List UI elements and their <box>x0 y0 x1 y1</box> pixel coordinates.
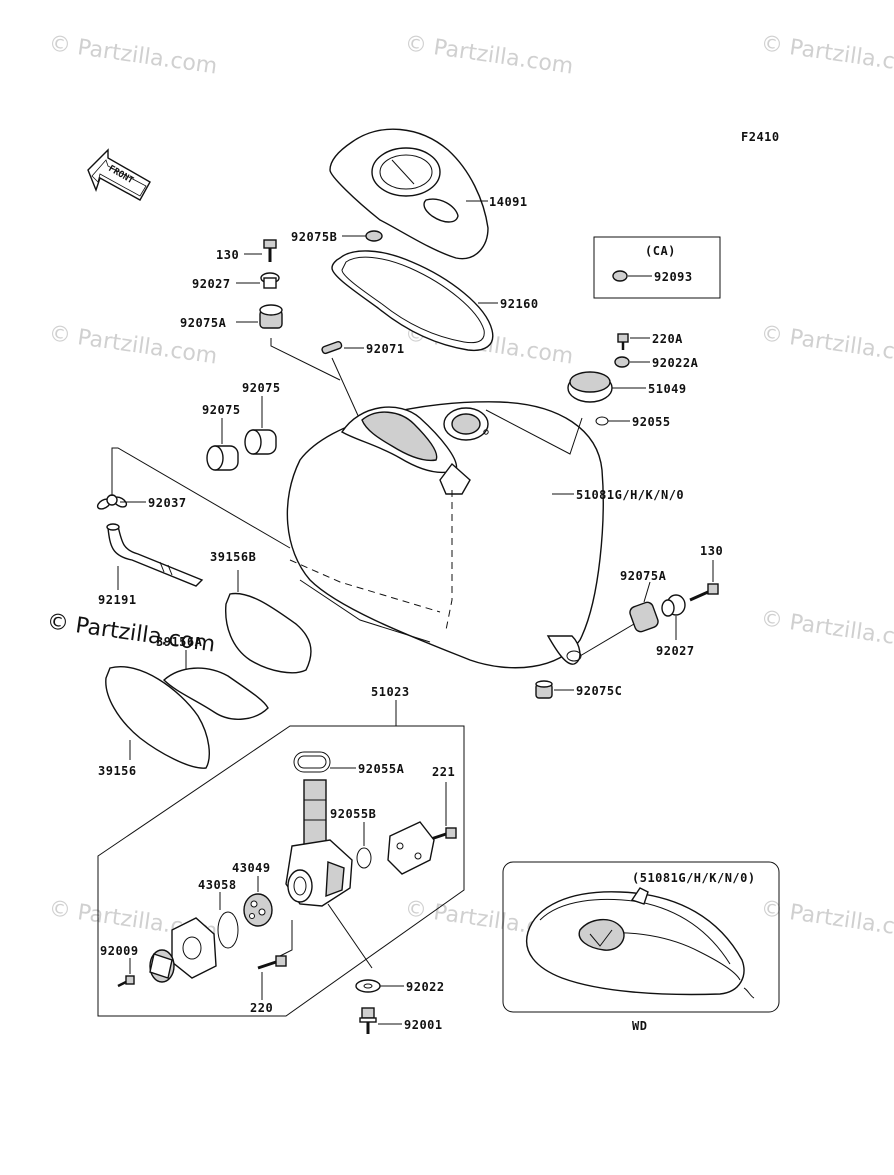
label-92055: 92055 <box>632 415 671 429</box>
damper-part <box>259 304 283 329</box>
label-130-top: 130 <box>216 248 239 262</box>
figure-code: F2410 <box>741 130 780 144</box>
watermark: © Partzilla.com <box>47 31 219 79</box>
bolt-part <box>263 239 277 262</box>
watermark: © Partzilla.com <box>759 31 894 79</box>
damper-part <box>244 429 277 455</box>
label-92022: 92022 <box>406 980 445 994</box>
label-14091: 14091 <box>489 195 528 209</box>
label-51023: 51023 <box>371 685 410 699</box>
label-51049: 51049 <box>648 382 687 396</box>
damper-part <box>629 601 659 633</box>
bolt-part <box>689 583 719 602</box>
label-43049: 43049 <box>232 861 271 875</box>
label-92075-right: 92075 <box>242 381 281 395</box>
label-92075C: 92075C <box>576 684 622 698</box>
label-92075B: 92075B <box>291 230 337 244</box>
pad-part <box>162 667 269 720</box>
part-label: 92093 <box>654 270 693 284</box>
fuel-tank <box>286 401 604 669</box>
screw-part <box>257 955 287 970</box>
label-92075-left: 92075 <box>202 403 241 417</box>
label-92055B: 92055B <box>330 807 376 821</box>
label-39156B: 39156B <box>210 550 256 564</box>
meter-cover <box>329 128 489 260</box>
damper-part <box>206 445 239 471</box>
inset-wd-caption: WD <box>632 1019 647 1033</box>
fuel-cock-part <box>285 779 373 969</box>
label-92027-right: 92027 <box>656 644 695 658</box>
label-51081: 51081G/H/K/N/0 <box>576 488 684 502</box>
fuel-cap-part <box>567 371 613 403</box>
gasket-part <box>331 250 494 352</box>
watermark: © Partzilla.com <box>403 31 575 79</box>
front-arrow-icon: FRONT <box>87 148 151 201</box>
label-92075A-top: 92075A <box>180 316 227 330</box>
label-221: 221 <box>432 765 455 779</box>
washer-part <box>355 979 381 993</box>
plate-part <box>387 821 435 875</box>
label-43058: 43058 <box>198 878 237 892</box>
label-39156A: 39156A <box>156 635 203 649</box>
label-220A: 220A <box>652 332 683 346</box>
collar-part <box>661 594 686 617</box>
damper-part <box>535 680 553 699</box>
grommet-part <box>365 230 383 242</box>
inset-ca-title: (CA) <box>645 244 676 258</box>
label-92001: 92001 <box>404 1018 443 1032</box>
o-ring-part <box>217 911 239 949</box>
label-92022A: 92022A <box>652 356 699 370</box>
watermark: © Partzilla.com <box>759 606 894 654</box>
clip-part <box>321 340 343 355</box>
lever-part <box>149 949 175 983</box>
pad-part <box>105 666 210 769</box>
label-92075A-right: 92075A <box>620 569 667 583</box>
label-92009: 92009 <box>100 944 139 958</box>
label-92027-top: 92027 <box>192 277 231 291</box>
o-ring-part <box>293 751 331 773</box>
label-92191: 92191 <box>98 593 137 607</box>
inset-wd-title: (51081G/H/K/N/0) <box>632 871 756 885</box>
screw-part <box>117 975 135 988</box>
label-39156: 39156 <box>98 764 137 778</box>
washer-part <box>614 356 630 368</box>
o-ring-part <box>595 416 609 426</box>
label-92037: 92037 <box>148 496 187 510</box>
screw-part <box>617 333 629 350</box>
label-220: 220 <box>250 1001 273 1015</box>
nut-part <box>612 270 628 282</box>
label-92071: 92071 <box>366 342 405 356</box>
inset-wd: (51081G/H/K/N/0) WD <box>502 861 780 1033</box>
hose-part <box>107 525 204 587</box>
label-92055A: 92055A <box>358 762 405 776</box>
o-ring-part <box>356 847 372 869</box>
watermark-primary: © Partzilla.com <box>45 609 217 657</box>
bolt-part <box>359 1007 377 1034</box>
pad-part <box>225 592 312 674</box>
collar-part <box>260 272 280 289</box>
label-130-right: 130 <box>700 544 723 558</box>
watermark: © Partzilla.com <box>759 321 894 369</box>
clamp-part <box>96 494 128 510</box>
label-92160: 92160 <box>500 297 539 311</box>
fuel-cock-assembly-frame <box>97 725 465 1017</box>
inset-ca: (CA) 92093 <box>593 236 721 299</box>
seal-part <box>243 893 273 927</box>
